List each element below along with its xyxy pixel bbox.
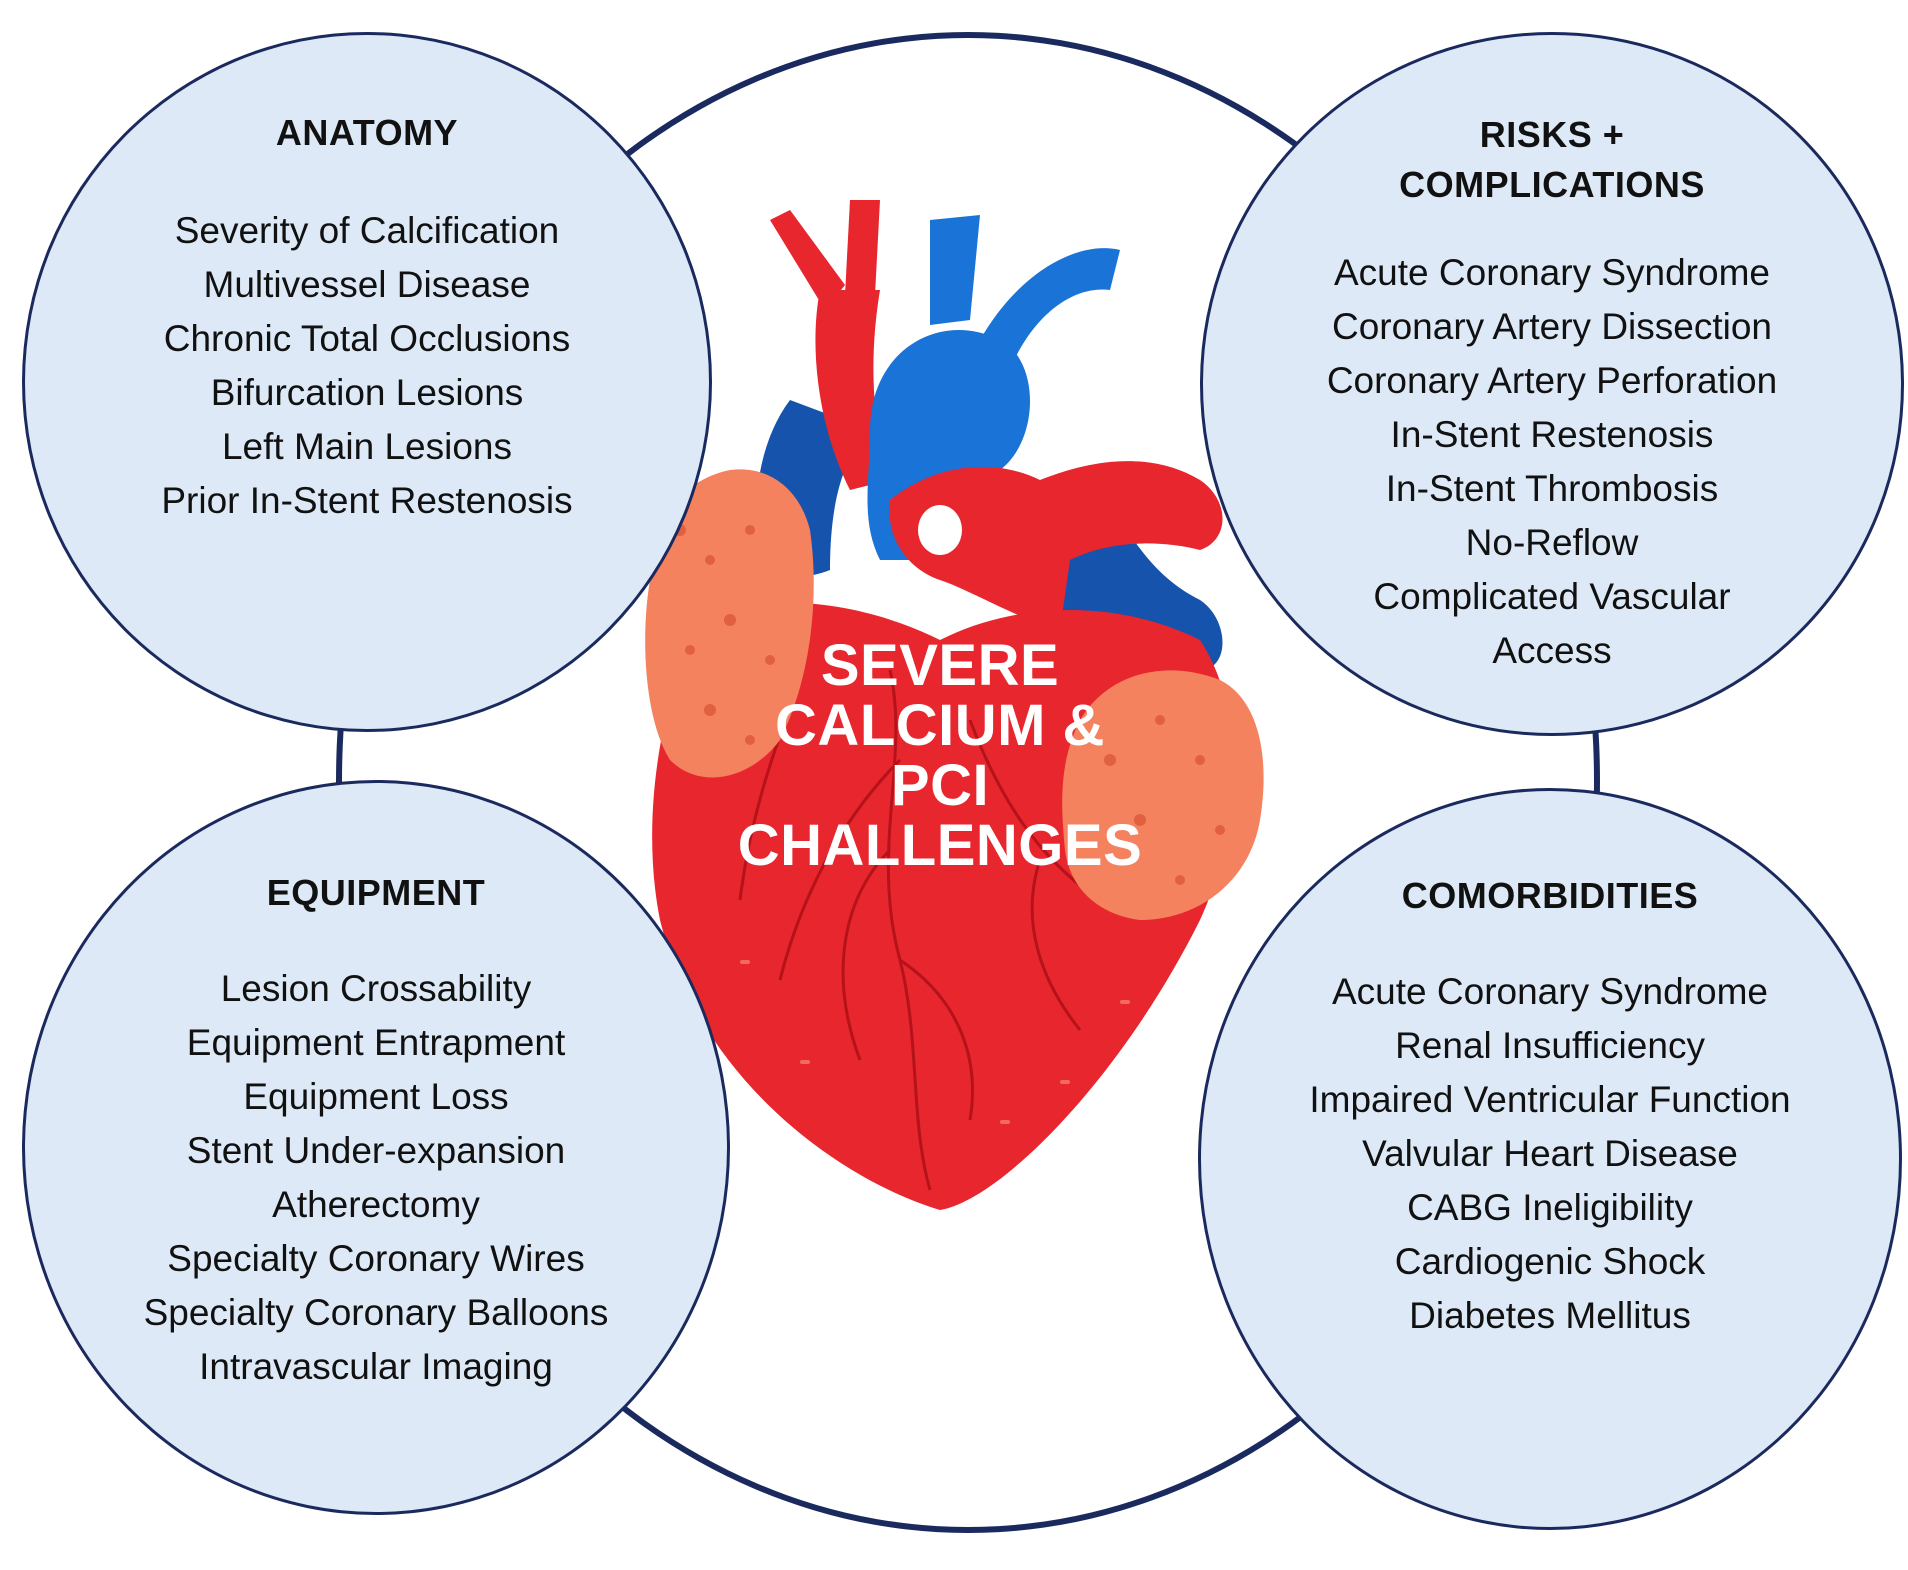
right-atrium [1062, 670, 1264, 920]
left-artery-branch [770, 210, 845, 310]
list-item: Cardiogenic Shock [1394, 1241, 1706, 1282]
arch-opening [918, 505, 962, 555]
center-title-line: SEVERE [820, 633, 1060, 698]
anatomy-title: ANATOMY [275, 112, 459, 153]
list-item: Atherectomy [272, 1184, 480, 1225]
list-item: Coronary Artery Perforation [1326, 360, 1778, 401]
comorbidities-title: COMORBIDITIES [1401, 875, 1699, 916]
center-title-line: CALCIUM & [775, 693, 1105, 758]
risks-title-line: COMPLICATIONS [1399, 164, 1705, 205]
pulmonary-branch-right [980, 248, 1120, 370]
risks-bubble: RISKS + COMPLICATIONS Acute Coronary Syn… [1200, 32, 1904, 736]
list-item: No-Reflow [1465, 522, 1639, 563]
list-item: Multivessel Disease [203, 264, 531, 305]
equipment-bubble: EQUIPMENT Lesion Crossability Equipment … [22, 780, 730, 1515]
list-item: Specialty Coronary Balloons [143, 1292, 609, 1333]
list-item: Renal Insufficiency [1395, 1025, 1705, 1066]
list-item: Specialty Coronary Wires [167, 1238, 585, 1279]
list-item: Equipment Entrapment [186, 1022, 566, 1063]
risks-title-line: RISKS + [1479, 114, 1625, 155]
list-item: Bifurcation Lesions [210, 372, 524, 413]
list-item: Chronic Total Occlusions [163, 318, 571, 359]
aortic-arch [889, 461, 1223, 630]
risks-list: Acute Coronary Syndrome Coronary Artery … [1203, 246, 1901, 678]
list-item: Impaired Ventricular Function [1309, 1079, 1791, 1120]
pulmonary-branch-top [930, 215, 980, 325]
list-item: Left Main Lesions [221, 426, 512, 467]
list-item: Equipment Loss [243, 1076, 509, 1117]
center-title: SEVERE CALCIUM & PCI CHALLENGES [700, 636, 1180, 876]
list-item: Diabetes Mellitus [1409, 1295, 1691, 1336]
comorbidities-list: Acute Coronary Syndrome Renal Insufficie… [1201, 965, 1899, 1343]
equipment-list: Lesion Crossability Equipment Entrapment… [25, 962, 727, 1394]
heart-highlights [740, 960, 1130, 1124]
list-item: Acute Coronary Syndrome [1334, 252, 1770, 293]
list-item: Prior In-Stent Restenosis [161, 480, 573, 521]
center-title-line: PCI [890, 753, 990, 818]
list-item: Lesion Crossability [220, 968, 532, 1009]
list-item: In-Stent Restenosis [1390, 414, 1714, 455]
comorbidities-bubble: COMORBIDITIES Acute Coronary Syndrome Re… [1198, 788, 1902, 1530]
anatomy-list: Severity of Calcification Multivessel Di… [25, 204, 709, 528]
list-item: In-Stent Thrombosis [1385, 468, 1719, 509]
list-item: Access [1492, 630, 1612, 671]
heart-illustration [645, 200, 1264, 1210]
list-item: CABG Ineligibility [1407, 1187, 1693, 1228]
risks-title: RISKS + COMPLICATIONS [1203, 110, 1901, 210]
center-title-line: CHALLENGES [737, 813, 1143, 878]
list-item: Valvular Heart Disease [1362, 1133, 1738, 1174]
equipment-title: EQUIPMENT [266, 872, 486, 913]
list-item: Stent Under-expansion [186, 1130, 566, 1171]
mid-artery-branch [845, 200, 880, 295]
list-item: Coronary Artery Dissection [1331, 306, 1773, 347]
anatomy-bubble: ANATOMY Severity of Calcification Multiv… [22, 32, 712, 732]
list-item: Intravascular Imaging [199, 1346, 553, 1387]
list-item: Severity of Calcification [174, 210, 560, 251]
list-item: Acute Coronary Syndrome [1332, 971, 1768, 1012]
right-atrium-dots [1104, 715, 1225, 885]
list-item: Complicated Vascular [1373, 576, 1731, 617]
